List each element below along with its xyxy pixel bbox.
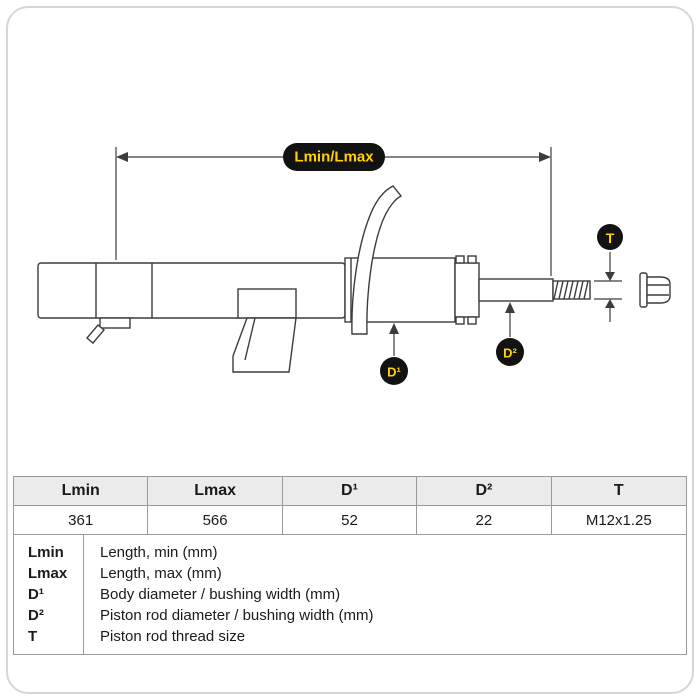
length-dimension: Lmin/Lmax: [115, 143, 552, 276]
value-d1: 52: [282, 506, 418, 535]
thread-dimension: T: [594, 224, 623, 322]
legend-term-t: T: [28, 628, 38, 645]
piston-rod: [478, 278, 554, 302]
spring-seat: [351, 185, 403, 335]
flange-nut: [639, 272, 671, 308]
d1-badge: [380, 357, 408, 385]
legend-desc-t: Piston rod thread size: [100, 628, 246, 645]
legend-desc-lmin: Length, min (mm): [100, 544, 218, 561]
t-label: T: [606, 230, 615, 246]
d2-badge: [496, 338, 524, 366]
rod-diameter-dimension: D²: [496, 302, 524, 366]
line-clip: [86, 317, 131, 344]
housing-collar: [454, 255, 480, 325]
legend-desc-d1: Body diameter / bushing width (mm): [100, 586, 341, 603]
header-d1: D¹: [282, 477, 418, 506]
mount-bracket: [232, 288, 297, 373]
header-d2: D²: [417, 477, 552, 506]
value-lmax: 566: [148, 506, 283, 535]
value-d2: 22: [417, 506, 552, 535]
spec-table: Lmin Lmax D¹ D² T 361 566 52 22 M12x1.25…: [13, 476, 687, 655]
length-dim-label: Lmin/Lmax: [294, 149, 374, 166]
legend-term-lmax: Lmax: [28, 565, 68, 582]
t-badge: [597, 224, 623, 250]
strut-body: [37, 262, 346, 319]
legend-term-d2: D²: [28, 607, 44, 624]
legend-term-d1: D¹: [28, 586, 44, 603]
legend-descriptions: Length, min (mm) Length, max (mm) Body d…: [84, 535, 686, 654]
legend-term-lmin: Lmin: [28, 544, 64, 561]
legend-desc-d2: Piston rod diameter / bushing width (mm): [100, 607, 374, 624]
shock-absorber-diagram: Lmin/Lmax T D¹ D²: [37, 143, 671, 385]
legend: Lmin Lmax D¹ D² T Length, min (mm) Lengt…: [14, 535, 686, 654]
d1-label: D¹: [387, 365, 401, 380]
length-dim-pill: [283, 143, 385, 171]
threaded-tip: [552, 280, 591, 300]
body-diameter-dimension: D¹: [380, 323, 408, 385]
header-lmax: Lmax: [148, 477, 283, 506]
spec-table-values: 361 566 52 22 M12x1.25: [14, 506, 686, 535]
spec-table-header: Lmin Lmax D¹ D² T: [14, 477, 686, 506]
header-t: T: [551, 477, 686, 506]
header-lmin: Lmin: [14, 477, 149, 506]
legend-terms: Lmin Lmax D¹ D² T: [14, 535, 84, 654]
legend-desc-lmax: Length, max (mm): [100, 565, 222, 582]
value-t: M12x1.25: [551, 506, 686, 535]
d2-label: D²: [503, 346, 517, 361]
value-lmin: 361: [14, 506, 149, 535]
